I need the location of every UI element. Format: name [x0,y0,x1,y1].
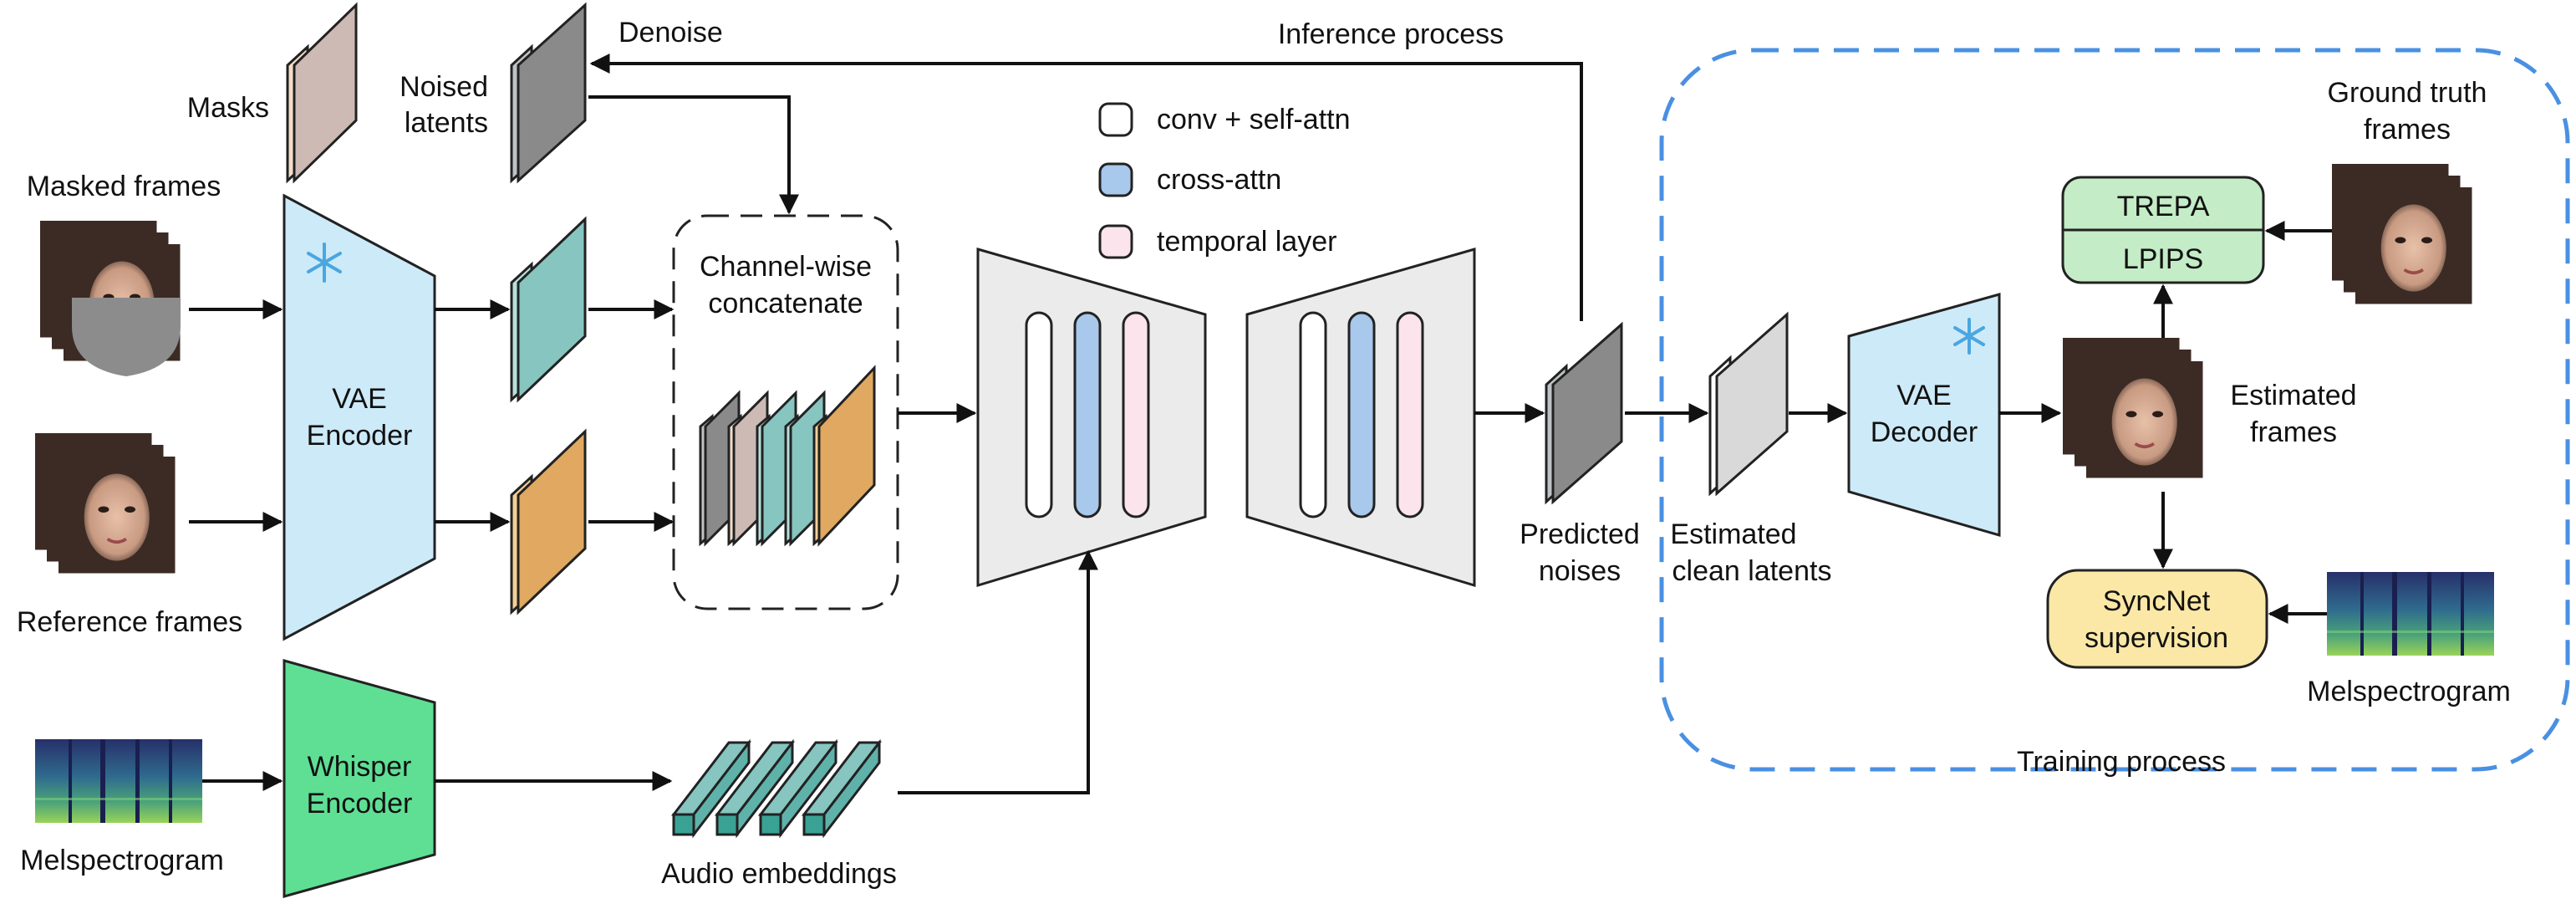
legend-label-temporal: temporal layer [1157,226,1336,258]
syncnet-label-1: SyncNet [2103,585,2211,617]
estimated-clean-latents [1708,311,1789,497]
arrows [189,54,2332,794]
predicted-noises-label-2: noises [1539,555,1621,587]
ground-truth-label-2: frames [2364,114,2451,146]
reference-latent-orange [510,428,587,615]
predicted-noises-label-1: Predicted [1520,518,1640,550]
unet-blocks-right [1299,311,1424,518]
melspectrogram-right-label: Melspectrogram [2307,676,2511,707]
legend: conv + self-attn cross-attn temporal lay… [1098,102,1351,259]
concatenated-latents [699,365,876,547]
legend-swatch-conv [1098,102,1133,137]
estimated-frames-label-2: frames [2250,416,2337,448]
legend-swatch-cross [1098,162,1133,197]
ground-truth-label-1: Ground truth [2328,77,2487,109]
masks-latent [286,2,358,184]
whisper-encoder-label-2: Encoder [307,788,413,820]
spectrogram-image-right [2327,572,2494,656]
reference-frames-stack [33,431,177,575]
inference-process-label: Inference process [1278,18,1504,50]
noised-latents [510,2,587,184]
syncnet-label-2: supervision [2085,622,2228,654]
trepa-label: TREPA [2117,191,2210,222]
vae-decoder-label-2: Decoder [1871,416,1978,448]
snowflake-icon [307,243,342,283]
estimated-clean-latents-label-1: Estimated [1670,518,1796,550]
training-process-box [1659,48,2570,772]
audio-embeddings-label: Audio embeddings [661,858,897,890]
vae-encoder-label-2: Encoder [307,420,413,452]
estimated-frames-label-1: Estimated [2230,380,2356,411]
legend-label-cross: cross-attn [1157,164,1281,196]
unet-blocks-left [1025,311,1150,518]
noised-latents-label-1: Noised [400,71,488,103]
lpips-label: LPIPS [2123,243,2203,275]
channel-concat-label-1: Channel-wise [700,251,872,283]
ground-truth-frames-stack [2330,162,2474,306]
vae-encoder [283,193,436,641]
syncnet-box [2046,569,2268,669]
vae-encoder-label-1: VAE [332,383,387,415]
masked-latent-teal [510,216,587,403]
audio-embeddings-stack [670,738,883,839]
spectrogram-image-left [35,739,202,823]
channel-concat-label-2: concatenate [708,288,863,319]
predicted-noises-latent [1545,321,1623,505]
estimated-clean-latents-label-2: clean latents [1672,555,1832,587]
whisper-encoder-label-1: Whisper [308,751,412,783]
masked-frames-stack [38,219,182,376]
legend-label-conv: conv + self-attn [1157,104,1351,135]
vae-decoder [1847,293,2001,537]
estimated-frames-stack [2061,336,2205,480]
whisper-encoder [283,659,436,898]
denoise-label: Denoise [619,17,723,49]
melspectrogram-left-label: Melspectrogram [20,845,224,876]
masked-frames-label: Masked frames [27,171,221,202]
snowflake-icon [1953,318,1985,355]
masks-label: Masks [187,92,269,124]
reference-frames-label: Reference frames [17,606,242,638]
vae-decoder-label-1: VAE [1896,380,1952,411]
training-process-label: Training process [2017,746,2226,778]
noised-latents-label-2: latents [405,107,488,139]
legend-swatch-temporal [1098,224,1133,259]
